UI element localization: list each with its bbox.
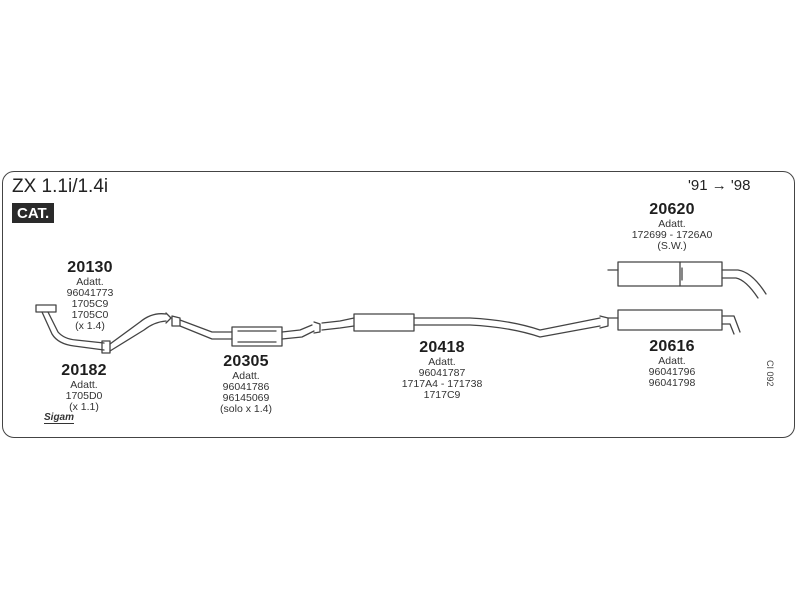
model-title: ZX 1.1i/1.4i bbox=[12, 176, 109, 197]
part-20418: 20418 Adatt. 96041787 1717A4 - 171738 17… bbox=[401, 339, 483, 401]
part-20130: 20130 Adatt. 96041773 1705C9 1705C0 (x 1… bbox=[66, 259, 114, 332]
front-pipe-20182 bbox=[35, 304, 111, 354]
brand-logo: Sigam bbox=[44, 412, 75, 424]
part-20616: 20616 Adatt. 96041796 96041798 bbox=[648, 338, 696, 389]
rear-silencer-20616 bbox=[607, 309, 741, 335]
middle-silencer-20418 bbox=[321, 313, 609, 338]
diagram-frame bbox=[2, 171, 795, 438]
diagram-reference: CI 092 bbox=[765, 360, 775, 387]
rear-silencer-20620 bbox=[607, 261, 767, 299]
cat-badge: CAT. bbox=[12, 203, 55, 223]
downpipe-20130 bbox=[109, 312, 172, 352]
part-20620: 20620 Adatt. 172699 - 1726A0 (S.W.) bbox=[631, 201, 713, 252]
catalyst-20305 bbox=[171, 315, 321, 347]
part-20182: 20182 Adatt. 1705D0 (x 1.1) bbox=[61, 362, 107, 413]
year-range: '91 → '98 bbox=[688, 177, 751, 194]
part-20305: 20305 Adatt. 96041786 96145069 (solo x 1… bbox=[220, 353, 272, 415]
